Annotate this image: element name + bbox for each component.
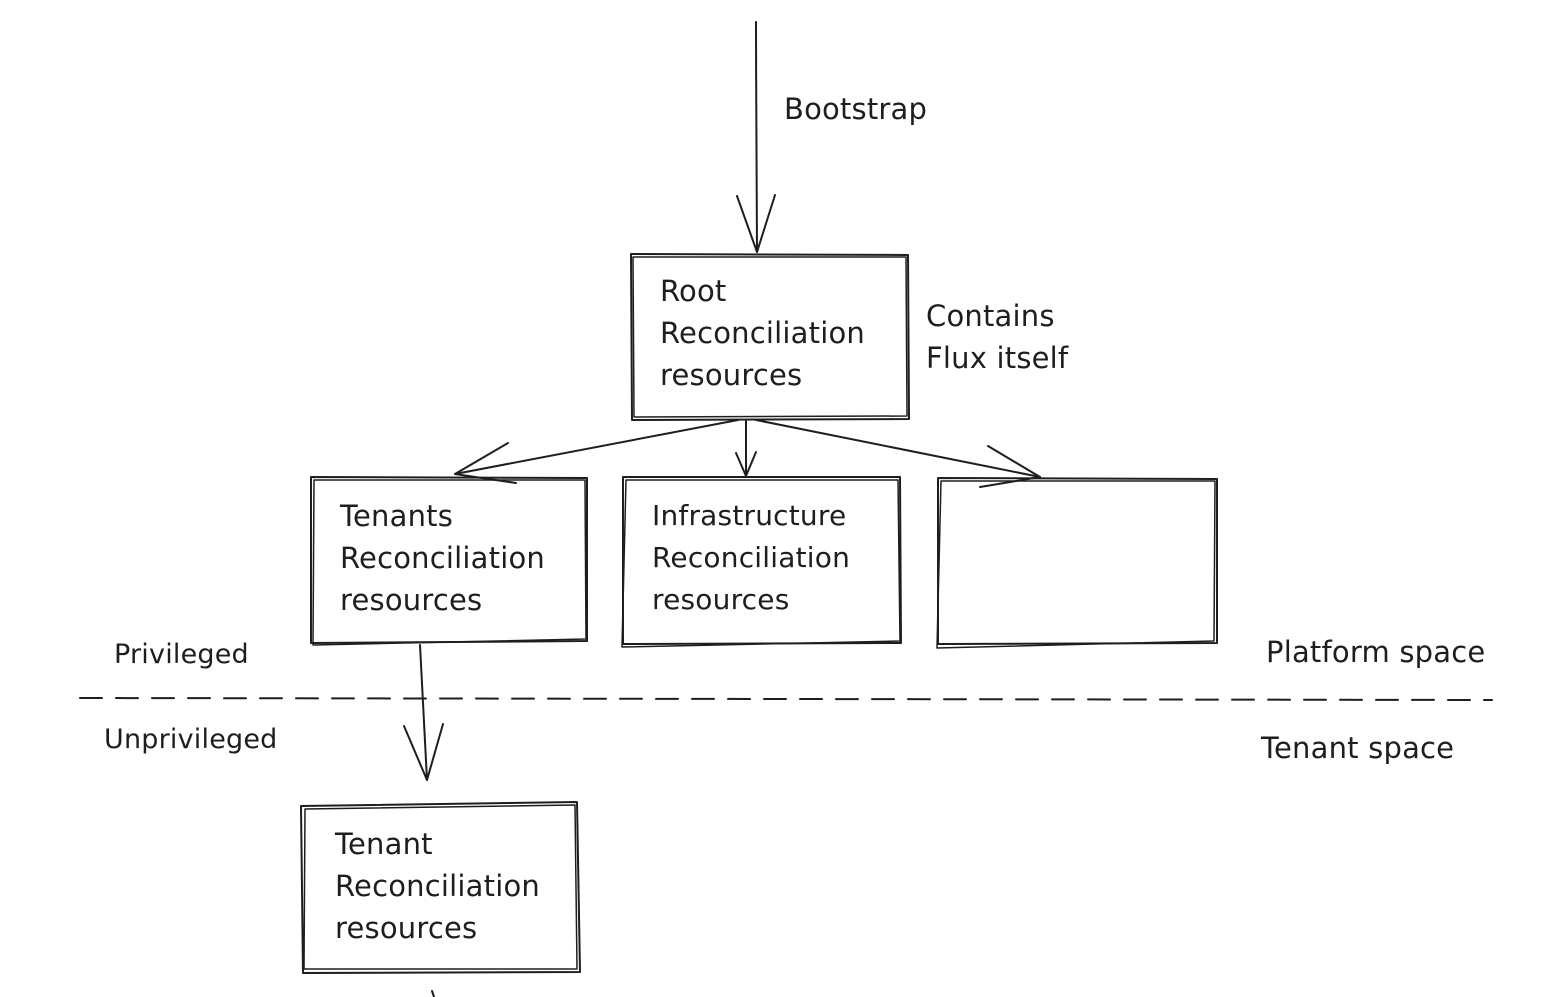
- tenant-box-text: Tenant Reconciliation resources: [335, 823, 540, 949]
- tenants-box-text: Tenants Reconciliation resources: [340, 495, 545, 621]
- root-box-line2: Reconciliation: [660, 316, 865, 350]
- infrastructure-box: [621, 476, 902, 648]
- bootstrap-arrow: [736, 21, 776, 253]
- privileged-label: Privileged: [114, 639, 249, 670]
- arrow-root-to-empty-box: [755, 419, 1041, 488]
- stray-mark: [431, 990, 435, 997]
- tenant-box-line1: Tenant: [335, 827, 433, 861]
- tenants-box-line2: Reconciliation: [340, 541, 545, 575]
- root-box-line3: resources: [660, 358, 803, 392]
- root-box-text: Root Reconciliation resources: [660, 270, 865, 396]
- tenant-box-line3: resources: [335, 911, 478, 945]
- bootstrap-label: Bootstrap: [784, 92, 928, 126]
- tenant-box: [300, 801, 581, 974]
- tenant-space-label: Tenant space: [1261, 731, 1455, 765]
- infrastructure-box-text: Infrastructure Reconciliation resources: [652, 495, 850, 621]
- tenants-box-line1: Tenants: [340, 499, 454, 533]
- platform-space-label: Platform space: [1266, 635, 1486, 669]
- infrastructure-box-line3: resources: [652, 583, 790, 616]
- contains-label-line1: Contains: [926, 299, 1055, 333]
- privilege-boundary-dashed-line: [79, 697, 1493, 701]
- contains-label-line2: Flux itself: [926, 341, 1069, 375]
- infrastructure-box-line1: Infrastructure: [652, 499, 847, 532]
- unprivileged-label: Unprivileged: [104, 724, 278, 755]
- infrastructure-box-line2: Reconciliation: [652, 541, 851, 574]
- empty-box: [936, 477, 1218, 649]
- tenants-box-line3: resources: [340, 583, 483, 617]
- root-box: [630, 253, 910, 421]
- arrow-root-to-infrastructure: [735, 420, 757, 477]
- arrow-tenants-to-tenant: [403, 644, 444, 781]
- contains-flux-label: Contains Flux itself: [926, 295, 1068, 379]
- root-box-line1: Root: [660, 274, 727, 308]
- arrow-root-to-tenants: [454, 419, 739, 484]
- tenants-box: [310, 476, 588, 646]
- tenant-box-line2: Reconciliation: [335, 869, 540, 903]
